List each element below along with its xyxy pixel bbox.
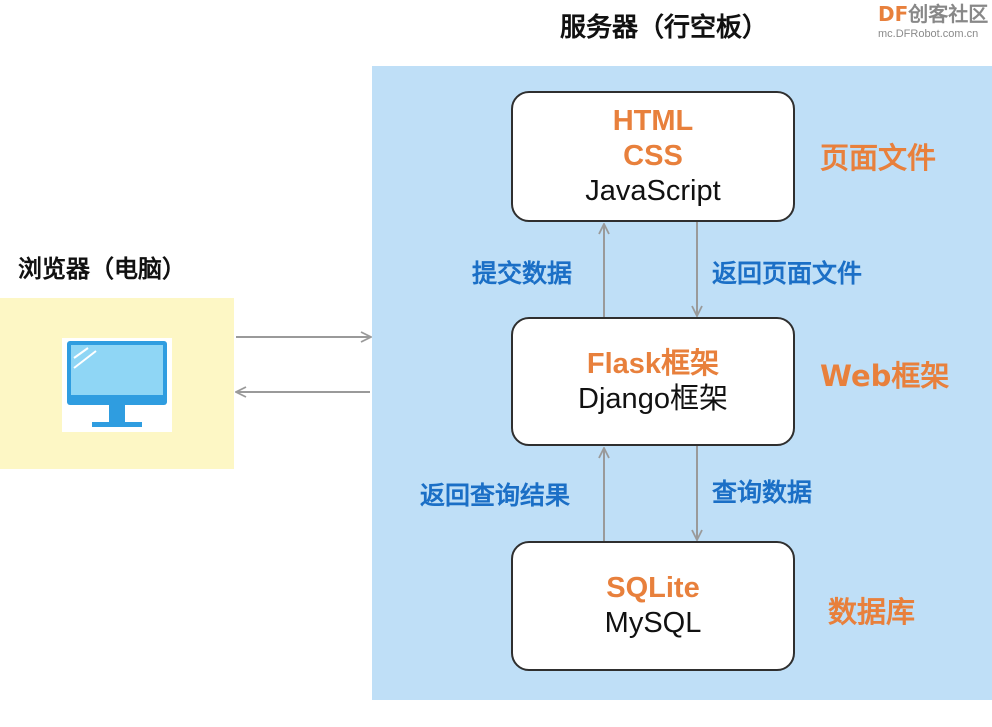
box-line: HTML [612, 105, 694, 137]
side-label-web-framework: Web框架 [820, 359, 950, 393]
watermark-brand-df: DF [878, 2, 909, 26]
label-return-query-result: 返回查询结果 [420, 481, 571, 510]
side-label-page-files: 页面文件 [820, 141, 937, 175]
server-title: 服务器（行空板） [560, 13, 769, 43]
box-line: CSS [623, 140, 683, 172]
dfrobot-watermark: DF创客社区 mc.DFRobot.com.cn [878, 2, 988, 46]
box-line: MySQL [604, 607, 702, 639]
box-line: Django框架 [578, 382, 728, 415]
label-query-data: 查询数据 [712, 478, 813, 507]
database-box: SQLite MySQL [511, 541, 795, 671]
box-line: Flask框架 [586, 347, 720, 380]
label-submit-data: 提交数据 [472, 259, 573, 288]
box-line: SQLite [606, 572, 700, 604]
monitor-icon [67, 341, 167, 427]
box-line: JavaScript [585, 175, 721, 207]
side-label-database: 数据库 [828, 595, 916, 629]
monitor-card [62, 338, 172, 432]
browser-title: 浏览器（电脑） [18, 255, 186, 283]
watermark-url: mc.DFRobot.com.cn [878, 28, 979, 40]
watermark-brand-cn: 创客社区 [908, 2, 989, 26]
label-return-page-files: 返回页面文件 [712, 259, 863, 288]
page-files-box: HTML CSS JavaScript [511, 91, 795, 222]
web-framework-box: Flask框架 Django框架 [511, 317, 795, 446]
